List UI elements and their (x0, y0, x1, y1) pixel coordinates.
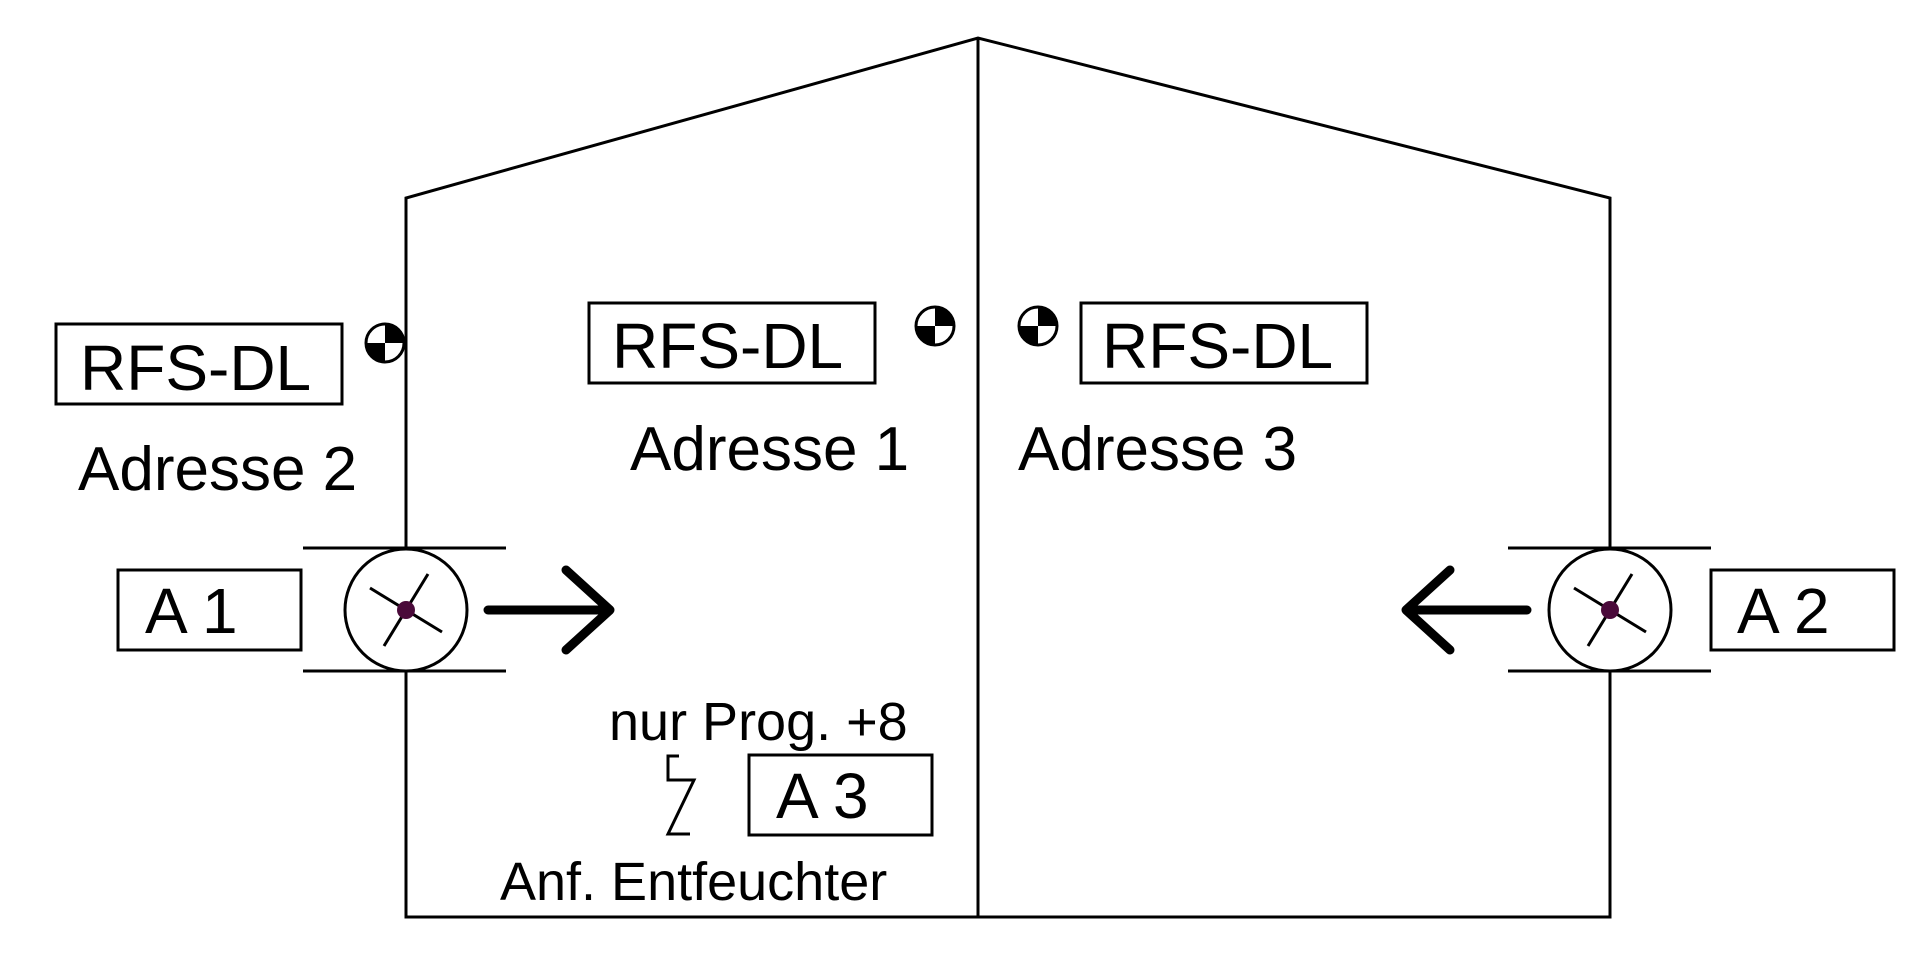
sensor-address: Adresse 1 (630, 415, 909, 484)
sensor-address-3: RFS-DL Adresse 3 (1017, 301, 1369, 484)
sensor-address: Adresse 3 (1018, 415, 1297, 484)
fan-a1: A 1 (116, 546, 615, 673)
fan-a2: A 2 (1401, 546, 1896, 673)
output-box (747, 753, 934, 837)
fan-icon (343, 547, 469, 673)
sensor-address-2: RFS-DL Adresse 2 (54, 322, 406, 504)
output-label: A 3 (776, 760, 869, 832)
building-outline (404, 36, 1612, 919)
sensor-label: RFS-DL (1102, 310, 1333, 382)
dehumidifier-note: Anf. Entfeuchter (500, 852, 887, 912)
arrow-left-icon (1401, 565, 1532, 655)
sensor-symbol-icon (914, 305, 956, 347)
sensor-symbol-icon (364, 322, 406, 364)
sensor-address: Adresse 2 (78, 435, 357, 504)
fan-icon (1547, 547, 1673, 673)
arrow-right-icon (483, 565, 615, 655)
sensor-label: RFS-DL (80, 332, 311, 404)
contact-switch-icon (665, 754, 697, 836)
sensor-symbol-icon (1017, 305, 1059, 347)
dehumidifier-output-a3: nur Prog. +8 A 3 Anf. Entfeuchter (500, 692, 934, 912)
sensor-box (587, 301, 877, 385)
program-note: nur Prog. +8 (609, 692, 908, 752)
sensor-label: RFS-DL (612, 310, 843, 382)
output-label: A 2 (1737, 575, 1830, 647)
output-label: A 1 (145, 575, 238, 647)
sensor-address-1: RFS-DL Adresse 1 (587, 301, 956, 484)
sensor-box (1079, 301, 1369, 385)
sensor-box (54, 322, 344, 406)
output-box (116, 568, 303, 652)
output-box (1709, 568, 1896, 652)
